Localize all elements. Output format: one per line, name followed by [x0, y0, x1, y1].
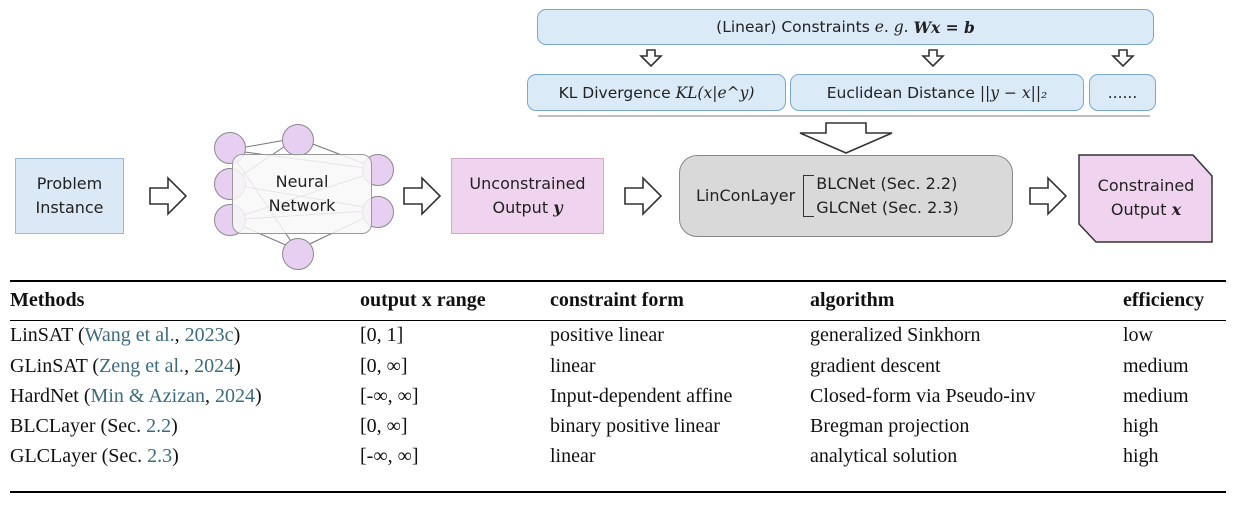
nn-line2: Network	[268, 196, 336, 215]
right-arrow-icon	[149, 176, 188, 216]
header-output-range: output x range	[360, 288, 486, 311]
constraints-header-equation: Wx = b	[913, 17, 975, 37]
table-row: HardNet (Min & Azizan, 2024) [-∞, ∞] Inp…	[10, 381, 1226, 411]
euclidean-distance-label: Euclidean Distance	[826, 83, 975, 102]
range-cell: [-∞, ∞]	[360, 384, 419, 407]
section-link[interactable]: 2.3	[147, 444, 173, 467]
form-cell: Input-dependent affine	[550, 384, 733, 407]
euclidean-distance-box: Euclidean Distance ||y − x||₂	[790, 74, 1084, 111]
efficiency-cell: medium	[1123, 384, 1189, 407]
method-cell: HardNet (Min & Azizan, 2024)	[10, 384, 262, 407]
form-cell: linear	[550, 444, 596, 467]
unconstrained-line1: Unconstrained	[469, 174, 586, 193]
efficiency-cell: medium	[1123, 354, 1189, 377]
unconstrained-output-box: Unconstrained Output y	[451, 158, 604, 234]
table-row: LinSAT (Wang et al., 2023c) [0, 1] posit…	[10, 320, 1226, 351]
problem-line2: Instance	[35, 198, 104, 217]
form-cell: linear	[550, 354, 596, 377]
nn-node	[282, 238, 314, 270]
down-arrows	[538, 49, 1150, 154]
table-top-rule	[10, 280, 1226, 282]
more-options-box: ......	[1089, 74, 1156, 111]
unconstrained-line2: Output	[492, 198, 549, 217]
brace-icon	[803, 175, 815, 217]
efficiency-cell: high	[1123, 444, 1159, 467]
table-header-row: Methods output x range constraint form a…	[10, 280, 1226, 320]
method-cell: BLCLayer (Sec. 2.2)	[10, 414, 178, 437]
constraints-header-prefix: (Linear) Constraints	[716, 18, 870, 36]
citation-link[interactable]: 2023c	[184, 324, 234, 346]
kl-divergence-math: KL(x|e^y)	[675, 83, 755, 102]
constrained-output-shape	[1078, 154, 1213, 243]
constrained-var: x	[1171, 200, 1182, 219]
header-constraint-form: constraint form	[550, 288, 684, 311]
kl-divergence-box: KL Divergence KL(x|e^y)	[527, 74, 786, 111]
header-efficiency: efficiency	[1123, 288, 1205, 311]
citation-link[interactable]: 2024	[194, 354, 235, 377]
constrained-line2: Output	[1110, 200, 1167, 219]
citation-link[interactable]: Wang et al.	[84, 324, 175, 346]
citation-link[interactable]: 2024	[214, 384, 255, 407]
range-cell: [0, ∞]	[360, 414, 408, 437]
big-down-arrow-icon	[799, 122, 893, 154]
nn-line1: Neural	[275, 172, 329, 191]
unconstrained-var: y	[553, 198, 563, 217]
nn-node	[282, 124, 314, 156]
table-row: GLinSAT (Zeng et al., 2024) [0, ∞] linea…	[10, 351, 1226, 381]
constrained-line1: Constrained	[1097, 176, 1195, 195]
citation-link[interactable]: Min & Azizan	[90, 384, 205, 407]
citation-link[interactable]: Zeng et al.	[99, 354, 185, 377]
right-arrow-icon	[624, 176, 663, 216]
form-cell: binary positive linear	[550, 414, 720, 437]
form-cell: positive linear	[550, 324, 664, 346]
algorithm-cell: Closed-form via Pseudo-inv	[810, 384, 1036, 407]
range-cell: [0, 1]	[360, 324, 404, 346]
table-bottom-rule	[10, 491, 1226, 493]
algorithm-cell: generalized Sinkhorn	[810, 324, 981, 346]
linconlayer-box: LinConLayer BLCNet (Sec. 2.2) GLCNet (Se…	[679, 155, 1013, 237]
linconlayer-option1: BLCNet (Sec. 2.2)	[816, 174, 958, 193]
constrained-output-box: Constrained Output x	[1082, 158, 1210, 238]
flow-arrows	[149, 176, 1068, 216]
methods-table: Methods output x range constraint form a…	[10, 280, 1226, 471]
kl-divergence-label: KL Divergence	[558, 83, 671, 102]
efficiency-cell: high	[1123, 414, 1159, 437]
linconlayer-option2: GLCNet (Sec. 2.3)	[816, 198, 959, 217]
problem-instance-box: Problem Instance	[15, 158, 124, 234]
right-arrow-icon	[1029, 176, 1068, 216]
header-algorithm: algorithm	[810, 288, 895, 311]
constraints-header-box: (Linear) Constraints e. g. Wx = b	[537, 9, 1154, 45]
down-arrow-icon	[1111, 49, 1135, 68]
method-cell: GLinSAT (Zeng et al., 2024)	[10, 354, 241, 377]
euclidean-distance-math: ||y − x||₂	[979, 83, 1048, 102]
range-cell: [0, ∞]	[360, 354, 408, 377]
problem-line1: Problem	[36, 174, 103, 193]
algorithm-cell: gradient descent	[810, 354, 941, 377]
algorithm-cell: analytical solution	[810, 444, 958, 467]
range-cell: [-∞, ∞]	[360, 444, 419, 467]
header-methods: Methods	[10, 288, 85, 311]
algorithm-cell: Bregman projection	[810, 414, 970, 437]
down-arrow-icon	[921, 49, 945, 68]
table-header-rule	[10, 320, 1226, 321]
neural-network-box: Neural Network	[232, 154, 372, 234]
table-row: BLCLayer (Sec. 2.2) [0, ∞] binary positi…	[10, 411, 1226, 441]
efficiency-cell: low	[1123, 324, 1153, 346]
section-link[interactable]: 2.2	[146, 414, 172, 437]
method-cell: GLCLayer (Sec. 2.3)	[10, 444, 179, 467]
method-cell: LinSAT (Wang et al., 2023c)	[10, 324, 241, 346]
constraints-header-eg: e. g.	[874, 18, 909, 36]
table-row: GLCLayer (Sec. 2.3) [-∞, ∞] linear analy…	[10, 441, 1226, 471]
down-arrow-icon	[639, 49, 663, 68]
linconlayer-label: LinConLayer	[696, 186, 796, 205]
right-arrow-icon	[403, 176, 442, 216]
more-options-label: ......	[1107, 83, 1138, 102]
